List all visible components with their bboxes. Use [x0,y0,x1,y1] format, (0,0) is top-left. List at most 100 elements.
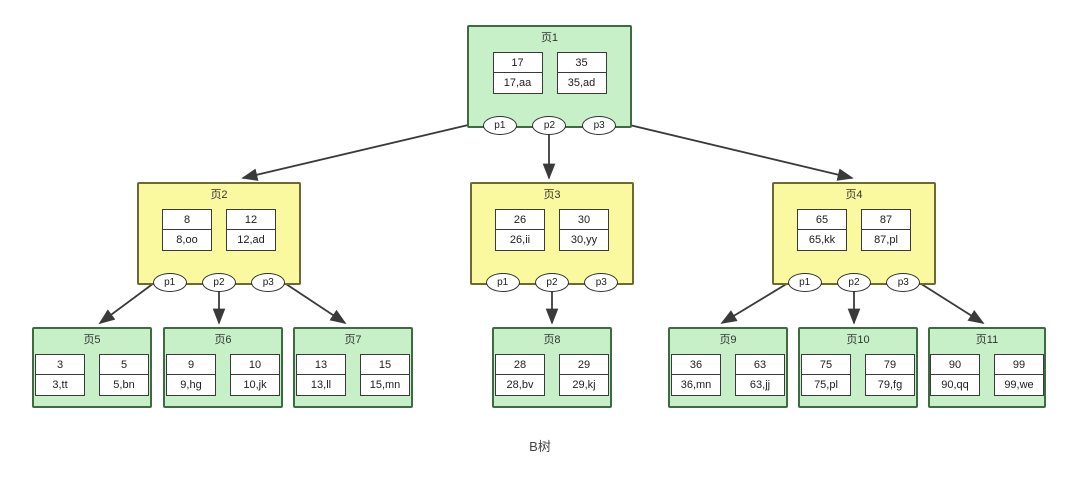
pointer-p1[interactable]: p1 [485,273,520,292]
pointer-row: p1 p2 p3 [774,273,934,292]
edge-page2.p3-to-page7 [279,279,347,324]
pointer-p1[interactable]: p1 [787,273,822,292]
record-value: 87,pl [874,234,898,246]
key-value: 5 [100,355,148,375]
record-value: 65,kk [808,234,836,246]
tree-node-page4[interactable]: 页4 65 65,kk 87 87,pl p1 p2 p3 [772,182,936,292]
record-value: 15,mn [369,379,401,391]
key-value: 28 [496,355,544,375]
key-value: 75 [802,355,850,375]
key-value: 79 [866,355,914,375]
pointer-p3[interactable]: p3 [584,273,619,292]
key-box: 5 5,bn [99,354,149,396]
record-value: 8,oo [176,234,198,246]
record-value: 79,fg [877,379,903,391]
record-value: 63,jj [749,379,771,391]
record-value: 28,bv [506,379,534,391]
record-value: 17,aa [503,77,532,89]
diagram-caption: B树 [529,439,551,454]
record-value: 29,kj [572,379,596,391]
node-title: 页9 [719,334,737,346]
node-title: 页11 [975,334,999,346]
key-box: 65 65,kk [797,209,847,251]
pointer-row: p1 p2 p3 [472,273,632,292]
node-title: 页1 [540,32,559,44]
key-value: 13 [297,355,345,375]
key-value: 3 [36,355,84,375]
pointer-p2[interactable]: p2 [532,116,567,135]
pointer-p1[interactable]: p1 [482,116,517,135]
key-value: 12 [227,210,275,230]
edge-page2.p1-to-page5 [98,279,159,325]
key-box: 12 12,ad [226,209,276,251]
key-value: 26 [496,210,544,230]
tree-edges [98,121,985,325]
key-row: 26 26,ii 30 30,yy [472,209,632,251]
pointer-p2[interactable]: p2 [534,273,569,292]
node-title: 页6 [214,334,232,346]
node-title: 页5 [83,334,101,346]
record-value: 12,ad [237,234,265,246]
node-title: 页2 [210,189,228,201]
key-value: 36 [672,355,720,375]
node-title: 页7 [344,334,362,346]
pointer-p3[interactable]: p3 [251,273,286,292]
edge-page4.p1-to-page9 [720,279,794,324]
node-title: 页8 [543,334,561,346]
edge-page4.p3-to-page11 [914,279,985,324]
pointer-p3[interactable]: p3 [582,116,617,135]
key-box: 63 63,jj [735,354,785,396]
key-value: 87 [862,210,910,230]
record-value: 26,ii [509,234,531,246]
key-value: 10 [231,355,279,375]
key-value: 30 [560,210,608,230]
key-box: 30 30,yy [559,209,609,251]
key-box: 26 26,ii [495,209,545,251]
record-value: 99,we [1004,379,1034,391]
pointer-row: p1 p2 p3 [469,116,630,135]
key-box: 10 10,jk [230,354,280,396]
pointer-p1[interactable]: p1 [152,273,187,292]
record-value: 10,jk [243,379,267,391]
node-title: 页10 [846,334,870,346]
key-value: 99 [995,355,1043,375]
key-value: 65 [798,210,846,230]
pointer-row: p1 p2 p3 [139,273,299,292]
record-value: 30,yy [570,234,598,246]
key-box: 15 15,mn [360,354,410,396]
pointer-p3[interactable]: p3 [886,273,921,292]
pointer-p2[interactable]: p2 [836,273,871,292]
node-title: 页4 [845,189,863,201]
record-value: 5,bn [113,379,135,391]
pointer-p2[interactable]: p2 [201,273,236,292]
key-value: 35 [557,53,606,73]
key-value: 15 [361,355,409,375]
edge-page1.p3-to-page4 [616,121,854,181]
key-value: 63 [736,355,784,375]
edge-page1.p1-to-page2 [241,121,482,181]
